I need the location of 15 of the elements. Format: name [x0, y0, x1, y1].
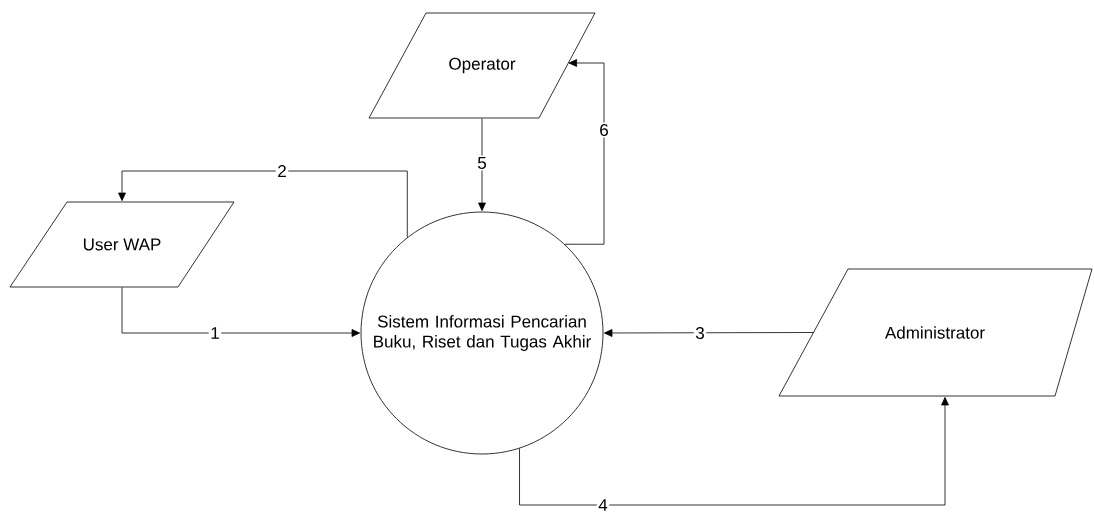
- edge-label: 3: [693, 325, 707, 341]
- arrow: [478, 118, 486, 211]
- edge-label: 5: [475, 155, 489, 171]
- entity-parallelogram: User WAP: [9, 201, 235, 288]
- entity-parallelogram: Operator: [368, 12, 596, 119]
- edge-label: 4: [596, 497, 610, 513]
- arrow: [564, 59, 605, 245]
- edge-label: 6: [597, 122, 611, 138]
- arrow: [519, 397, 949, 506]
- edge-label: 2: [275, 163, 289, 179]
- arrow: [121, 287, 360, 337]
- arrow: [118, 170, 408, 238]
- arrow: [604, 329, 814, 337]
- entity-parallelogram: Administrator: [778, 268, 1093, 397]
- edge-label: 1: [208, 325, 222, 341]
